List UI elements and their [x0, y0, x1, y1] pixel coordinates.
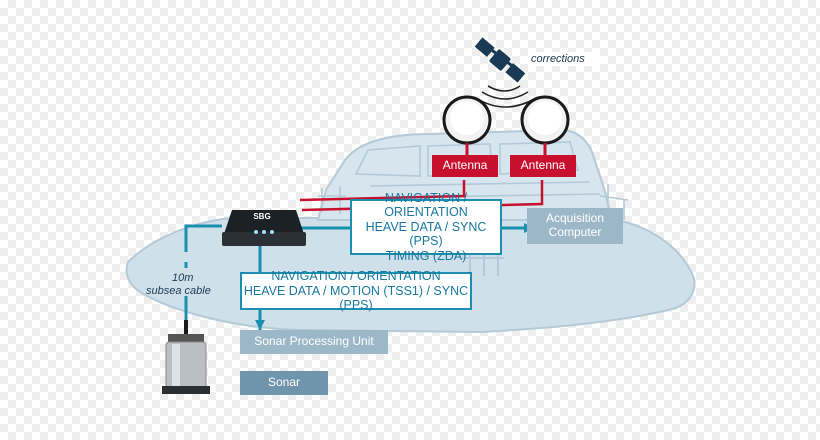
acquisition-computer-box: Acquisition Computer — [527, 208, 623, 244]
acquisition-line: Computer — [548, 225, 602, 239]
top-data-line: NAVIGATION / ORIENTATION — [384, 191, 468, 220]
sonar-box: Sonar — [240, 371, 328, 395]
top-data-line: TIMING (ZDA) — [385, 248, 467, 263]
cable-desc-label: subsea cable — [146, 285, 211, 297]
subsea-sensor — [162, 320, 210, 394]
acquisition-line: Acquisition — [545, 211, 605, 226]
top-data-box: NAVIGATION / ORIENTATION HEAVE DATA / SY… — [350, 191, 502, 263]
gnss-antenna-left — [442, 95, 492, 158]
gnss-antenna-right — [520, 95, 570, 158]
ins-unit: SBG — [222, 210, 306, 246]
antenna-left-label: Antenna — [432, 155, 498, 177]
bottom-data-line: HEAVE DATA / MOTION (TSS1) / SYNC (PPS) — [243, 283, 469, 313]
ins-brand-label: SBG — [253, 212, 270, 221]
sonar-processing-unit-box: Sonar Processing Unit — [240, 330, 388, 354]
corrections-label: corrections — [531, 53, 585, 65]
top-data-line: HEAVE DATA / SYNC (PPS) — [365, 219, 487, 249]
bottom-data-line: NAVIGATION / ORIENTATION — [271, 269, 441, 284]
antenna-right-label: Antenna — [510, 155, 576, 177]
cable-length-label: 10m — [172, 272, 194, 284]
bottom-data-box: NAVIGATION / ORIENTATION HEAVE DATA / MO… — [240, 269, 472, 313]
corrections-backdrop — [528, 52, 600, 66]
deck-bars — [462, 254, 504, 276]
satellite-icon — [474, 37, 526, 83]
